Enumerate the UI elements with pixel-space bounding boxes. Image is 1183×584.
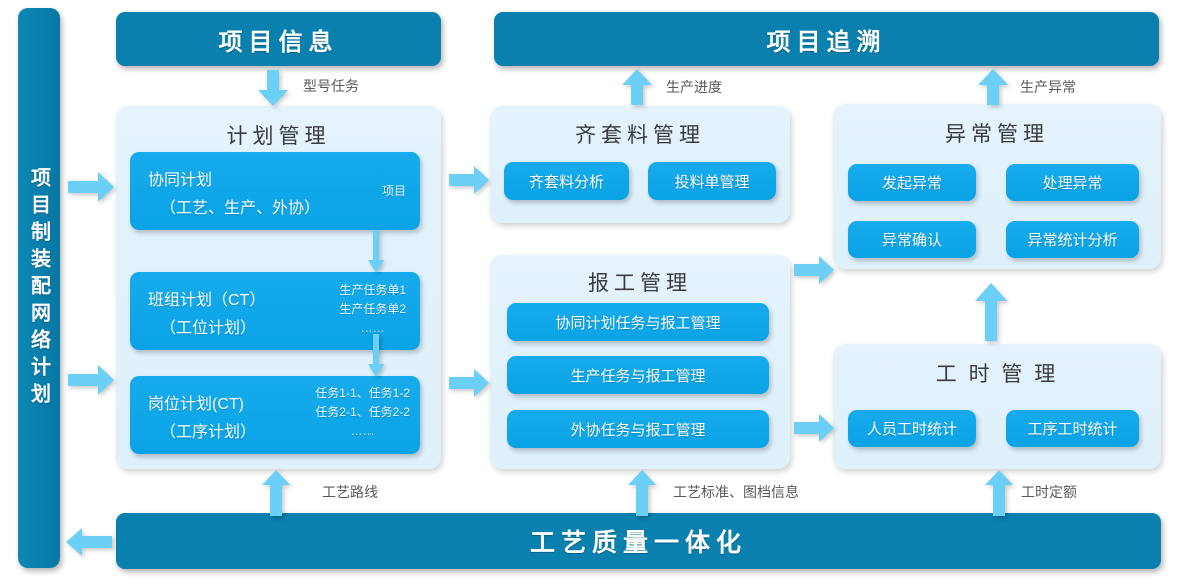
- block-team-plan-line2: （工位计划）: [160, 320, 257, 337]
- note-production-progress: 生产进度: [666, 79, 722, 95]
- panel-worktime-management: [833, 344, 1161, 469]
- arrow-footer-to-plan: [262, 470, 290, 516]
- button-process-worktime-stats[interactable]: 工序工时统计: [1006, 410, 1139, 447]
- header-project-trace[interactable]: 项目追溯: [494, 12, 1159, 66]
- button-collab-task-report[interactable]: 协同计划任务与报工管理: [507, 303, 769, 341]
- block-collaborative-plan[interactable]: 协同计划 （工艺、生产、外协） 项目: [130, 152, 420, 230]
- button-handle-abnormal[interactable]: 处理异常: [1006, 164, 1139, 201]
- footer-process-quality-integration[interactable]: 工艺质量一体化: [116, 513, 1161, 569]
- arrow-worktime-to-abnormal: [975, 283, 1007, 341]
- button-kit-analysis[interactable]: 齐套料分析: [504, 162, 629, 200]
- button-feeding-order-management[interactable]: 投料单管理: [648, 162, 776, 200]
- header-project-info[interactable]: 项目信息: [116, 12, 441, 66]
- button-production-task-report[interactable]: 生产任务与报工管理: [507, 356, 769, 394]
- arrow-project-info-to-plan: [258, 70, 288, 106]
- button-confirm-abnormal[interactable]: 异常确认: [848, 221, 976, 258]
- panel-worktime-title: 工 时 管 理: [935, 363, 1059, 386]
- panel-report-title: 报工管理: [588, 272, 692, 295]
- arrow-abnormal-to-trace: [978, 69, 1008, 105]
- arrow-report-to-worktime: [794, 414, 834, 442]
- connector-arrow-team-to-post: [368, 334, 384, 377]
- panel-kit-title: 齐套料管理: [575, 124, 705, 147]
- panel-abnormal-title: 异常管理: [945, 123, 1049, 146]
- block-team-plan-line1: 班组计划（CT）: [148, 292, 266, 309]
- note-worktime-quota: 工时定额: [1021, 484, 1077, 500]
- button-personnel-worktime-stats[interactable]: 人员工时统计: [848, 410, 976, 447]
- panel-plan-title: 计划管理: [226, 125, 331, 148]
- note-model-task: 型号任务: [303, 78, 359, 94]
- arrow-footer-to-worktime: [985, 470, 1013, 516]
- arrow-spine-to-plan-top: [68, 172, 114, 202]
- block-collaborative-plan-side: 项目: [381, 184, 406, 198]
- arrow-plan-to-report: [449, 369, 489, 397]
- arrow-plan-to-kit: [449, 166, 489, 194]
- button-abnormal-statistics[interactable]: 异常统计分析: [1006, 221, 1139, 258]
- connector-arrow-collab-to-team: [368, 230, 384, 273]
- note-production-abnormal: 生产异常: [1020, 79, 1076, 95]
- arrow-footer-to-spine: [66, 528, 112, 556]
- button-outsourcing-task-report[interactable]: 外协任务与报工管理: [507, 410, 769, 448]
- left-spine-title: 项目制装配网络计划: [18, 8, 60, 568]
- arrow-footer-to-report: [628, 470, 656, 516]
- block-collaborative-plan-line2: （工艺、生产、外协）: [160, 200, 321, 217]
- block-post-plan-line1: 岗位计划(CT): [148, 396, 244, 413]
- note-process-route: 工艺路线: [322, 484, 378, 500]
- block-collaborative-plan-line1: 协同计划: [148, 172, 213, 189]
- button-initiate-abnormal[interactable]: 发起异常: [848, 164, 976, 201]
- arrow-report-to-trace: [622, 69, 652, 105]
- arrow-report-to-abnormal: [794, 256, 834, 284]
- block-post-plan-line2: （工序计划）: [160, 424, 257, 441]
- arrow-spine-to-plan-bottom: [68, 365, 114, 395]
- note-process-standard: 工艺标准、图档信息: [673, 484, 799, 500]
